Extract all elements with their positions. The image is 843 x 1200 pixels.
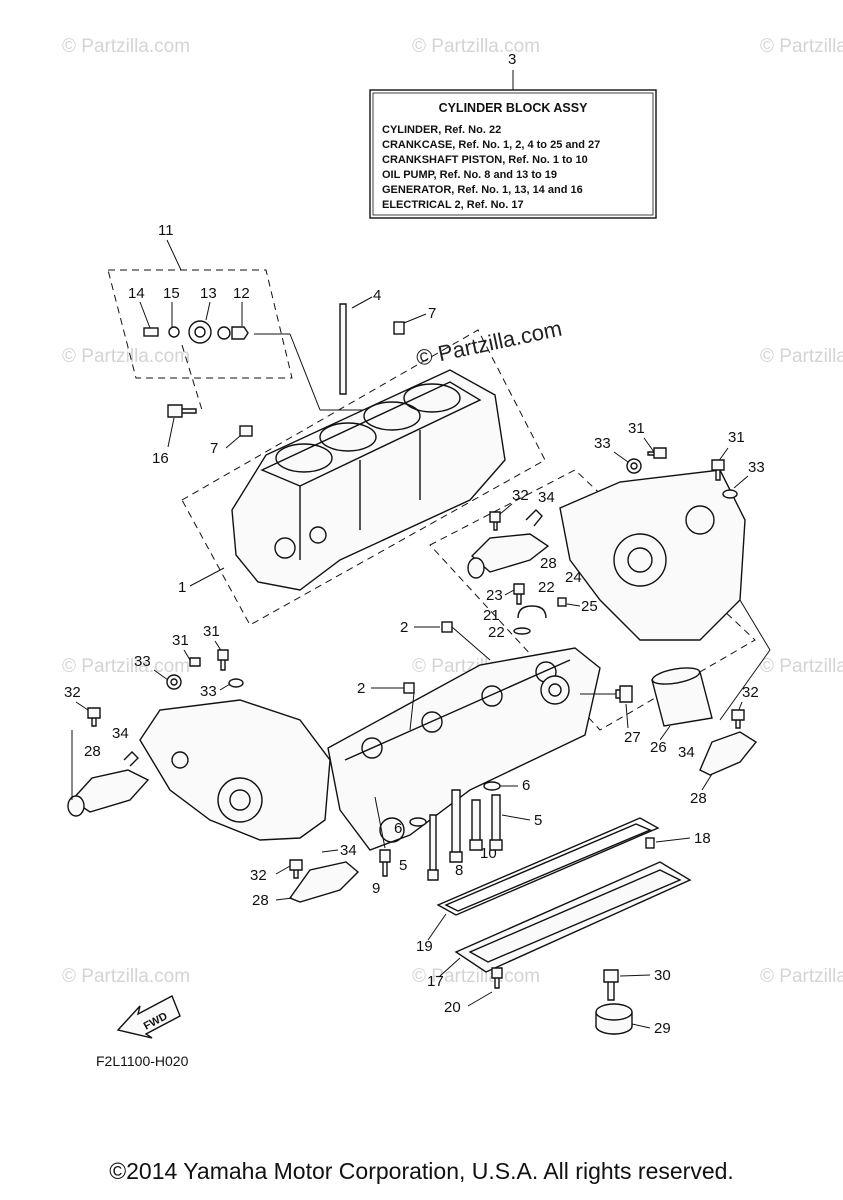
forward-arrow: FWD	[116, 995, 181, 1039]
left-crankcase-cover: 33 31 31 33	[134, 623, 331, 841]
callout-28: 28	[84, 743, 101, 760]
watermark: © Partzilla.com	[760, 346, 843, 367]
callout-4: 4	[373, 287, 381, 304]
callout-7: 7	[428, 305, 436, 322]
callout-19: 19	[416, 938, 433, 955]
callout-28: 28	[252, 892, 269, 909]
kit-11-group: 11 14 15 13 12 16	[107, 222, 365, 467]
callout-5: 5	[399, 857, 407, 874]
callout-34: 34	[340, 842, 357, 859]
callout-26: 26	[650, 739, 667, 756]
lower-crankcase: 2 2	[327, 469, 756, 851]
callout-33: 33	[594, 435, 611, 452]
callout-28: 28	[690, 790, 707, 807]
callout-16: 16	[152, 450, 169, 467]
crankcase-bolts: 9 5 8 10 5 6 6	[372, 777, 542, 897]
callout-32: 32	[512, 487, 529, 504]
callout-15: 15	[163, 285, 180, 302]
assembly-line: CRANKCASE, Ref. No. 1, 2, 4 to 25 and 27	[382, 139, 600, 151]
assembly-line: CYLINDER, Ref. No. 22	[382, 124, 501, 136]
watermark: © Partzilla.com	[760, 966, 843, 987]
watermark: © Partzilla.com	[62, 346, 190, 367]
callout-30: 30	[654, 967, 671, 984]
callout-7: 7	[210, 440, 218, 457]
callout-12: 12	[233, 285, 250, 302]
callout-11: 11	[158, 222, 174, 239]
assembly-line: ELECTRICAL 2, Ref. No. 17	[382, 199, 524, 211]
watermark: © Partzilla.com	[412, 966, 540, 987]
callout-31: 31	[203, 623, 220, 640]
callout-33: 33	[200, 683, 217, 700]
assembly-box: 3 CYLINDER BLOCK ASSY CYLINDER, Ref. No.…	[369, 51, 657, 219]
callout-8: 8	[455, 862, 463, 879]
callout-31: 31	[728, 429, 745, 446]
callout-32: 32	[742, 684, 759, 701]
upper-crankcase: 1	[178, 329, 546, 626]
callout-20: 20	[444, 999, 461, 1016]
studs-dowels: 4 7 7	[210, 287, 436, 457]
exploded-parts-diagram: © Partzilla.com © Partzilla.com © Partzi…	[62, 36, 843, 1069]
callout-25: 25	[581, 598, 598, 615]
callout-31: 31	[172, 632, 189, 649]
engine-mount-upper: 32 34 28	[467, 487, 557, 579]
callout-29: 29	[654, 1020, 671, 1037]
callout-6: 6	[522, 777, 530, 794]
drain-group: 30 29	[595, 967, 671, 1037]
callout-5: 5	[534, 812, 542, 829]
oil-filter-group: 27 26	[580, 667, 713, 756]
assembly-line: GENERATOR, Ref. No. 1, 13, 14 and 16	[382, 184, 583, 196]
engine-mount-lower: 32 34 28	[250, 842, 360, 909]
drawing-code: F2L1100-H020	[96, 1053, 189, 1069]
callout-18: 18	[694, 830, 711, 847]
callout-33: 33	[134, 653, 151, 670]
callout-24: 24	[565, 569, 582, 586]
assembly-line: OIL PUMP, Ref. No. 8 and 13 to 19	[382, 169, 557, 181]
callout-34: 34	[112, 725, 129, 742]
callout-32: 32	[250, 867, 267, 884]
copyright-notice: ©2014 Yamaha Motor Corporation, U.S.A. A…	[109, 1158, 734, 1184]
callout-22: 22	[488, 624, 505, 641]
callout-2: 2	[400, 619, 408, 636]
engine-mount-right: 32 34 28	[678, 684, 759, 807]
callout-32: 32	[64, 684, 81, 701]
watermark: © Partzilla.com	[62, 966, 190, 987]
assembly-line: CRANKSHAFT PISTON, Ref. No. 1 to 10	[382, 154, 588, 166]
right-crankcase-cover: 33 31 31 33	[559, 420, 771, 721]
callout-34: 34	[678, 744, 695, 761]
engine-mount-left: 32 28 34	[64, 684, 150, 817]
callout-31: 31	[628, 420, 645, 437]
callout-33: 33	[748, 459, 765, 476]
callout-22: 22	[538, 579, 555, 596]
callout-9: 9	[372, 880, 380, 897]
watermark: © Partzilla.com	[760, 656, 843, 677]
callout-17: 17	[427, 973, 444, 990]
watermark: © Partzilla.com	[62, 656, 190, 677]
watermark-center: © Partzilla.com	[414, 316, 564, 371]
watermark: © Partzilla.com	[412, 36, 540, 57]
callout-13: 13	[200, 285, 217, 302]
oil-pump-parts: 23 22 24 21 25 22	[483, 569, 598, 641]
oil-pan-group: 19 18 17 20	[416, 817, 711, 1016]
callout-3: 3	[508, 51, 516, 68]
callout-6: 6	[394, 820, 402, 837]
callout-1: 1	[178, 579, 186, 596]
callout-14: 14	[128, 285, 145, 302]
callout-34: 34	[538, 489, 555, 506]
callout-2: 2	[357, 680, 365, 697]
callout-23: 23	[486, 587, 503, 604]
callout-28: 28	[540, 555, 557, 572]
assembly-title: CYLINDER BLOCK ASSY	[439, 101, 589, 115]
callout-27: 27	[624, 729, 641, 746]
watermark: © Partzilla.com	[62, 36, 190, 57]
callout-21: 21	[483, 607, 500, 624]
watermark: © Partzilla.com	[760, 36, 843, 57]
